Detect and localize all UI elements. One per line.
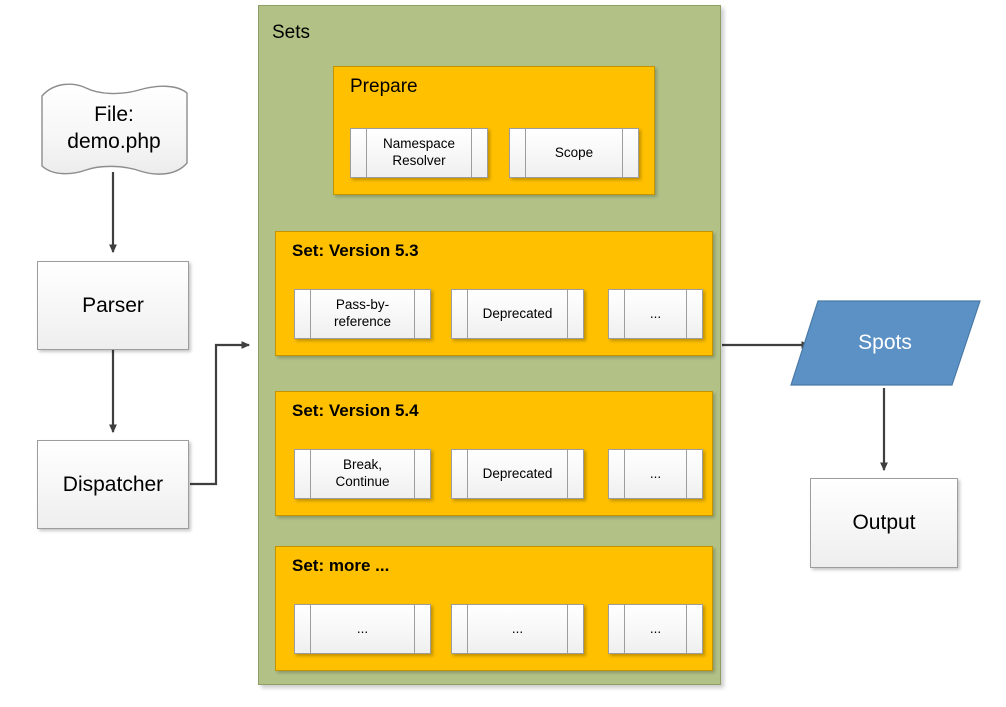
- pdp-more-2[interactable]: ...: [451, 604, 584, 654]
- pdp-deprecated-5-4-label: Deprecated: [468, 450, 567, 498]
- pdp-left-bar-icon: [624, 290, 625, 338]
- pdp-right-bar-icon: [686, 290, 687, 338]
- set-group-more[interactable]: Set: more ... ... ... ...: [275, 546, 713, 671]
- dispatcher-label: Dispatcher: [62, 472, 164, 496]
- pdp-left-bar-icon: [624, 450, 625, 498]
- set-group-more-title: Set: more ...: [292, 556, 390, 575]
- output-label: Output: [852, 511, 916, 534]
- sets-container[interactable]: Sets Prepare Namespace Resolver Scope: [258, 5, 721, 685]
- pdp-more-3-label: ...: [625, 605, 686, 653]
- pdp-right-bar-icon: [622, 129, 623, 177]
- pdp-line1: Deprecated: [482, 305, 553, 321]
- pdp-deprecated-5-3[interactable]: Deprecated: [451, 289, 584, 339]
- pdp-break-continue-label: Break, Continue: [311, 450, 414, 498]
- pdp-left-bar-icon: [467, 290, 468, 338]
- pdp-namespace-resolver[interactable]: Namespace Resolver: [350, 128, 488, 178]
- pdp-left-bar-icon: [310, 290, 311, 338]
- pdp-left-bar-icon: [525, 129, 526, 177]
- pdp-line2: reference: [333, 314, 392, 329]
- file-node[interactable]: File: demo.php: [40, 83, 188, 175]
- set-group-prepare[interactable]: Prepare Namespace Resolver Scope: [333, 66, 655, 195]
- pdp-left-bar-icon: [624, 605, 625, 653]
- pdp-right-bar-icon: [686, 450, 687, 498]
- pdp-left-bar-icon: [467, 450, 468, 498]
- pdp-line1: Scope: [554, 144, 594, 160]
- parser-label: Parser: [82, 293, 144, 317]
- set-group-version-5-3-title: Set: Version 5.3: [292, 241, 419, 260]
- set-group-version-5-4-title: Set: Version 5.4: [292, 401, 419, 420]
- dispatcher-box[interactable]: Dispatcher: [37, 440, 189, 529]
- pdp-right-bar-icon: [686, 605, 687, 653]
- set-group-prepare-title: Prepare: [350, 76, 418, 97]
- set-group-version-5-4[interactable]: Set: Version 5.4 Break, Continue Depreca…: [275, 391, 713, 516]
- pdp-left-bar-icon: [310, 450, 311, 498]
- pdp-more-5-4-label: ...: [625, 450, 686, 498]
- parser-box[interactable]: Parser: [37, 261, 189, 350]
- pdp-pass-by-reference-label: Pass-by- reference: [311, 290, 414, 338]
- sets-title: Sets: [272, 22, 311, 43]
- pdp-left-bar-icon: [467, 605, 468, 653]
- pdp-scope-label: Scope: [526, 129, 622, 177]
- spots-node[interactable]: Spots: [790, 300, 981, 390]
- pdp-right-bar-icon: [471, 129, 472, 177]
- pdp-more-5-4[interactable]: ...: [608, 449, 703, 499]
- pdp-right-bar-icon: [414, 605, 415, 653]
- pdp-more-1-label: ...: [311, 605, 414, 653]
- output-box[interactable]: Output: [810, 478, 958, 568]
- pdp-deprecated-5-3-label: Deprecated: [468, 290, 567, 338]
- pdp-line2: Continue: [335, 474, 390, 489]
- pdp-right-bar-icon: [567, 450, 568, 498]
- pdp-break-continue[interactable]: Break, Continue: [294, 449, 431, 499]
- pdp-line1: ...: [649, 465, 662, 481]
- pdp-more-5-3-label: ...: [625, 290, 686, 338]
- pdp-more-5-3[interactable]: ...: [608, 289, 703, 339]
- pdp-more-2-label: ...: [468, 605, 567, 653]
- pdp-line1: Break,: [342, 457, 383, 473]
- pdp-deprecated-5-4[interactable]: Deprecated: [451, 449, 584, 499]
- pdp-left-bar-icon: [366, 129, 367, 177]
- pdp-line1: Pass-by-: [335, 297, 390, 313]
- pdp-right-bar-icon: [567, 605, 568, 653]
- connector-dispatcher-to-sets: [190, 341, 251, 486]
- pdp-left-bar-icon: [310, 605, 311, 653]
- pdp-pass-by-reference[interactable]: Pass-by- reference: [294, 289, 431, 339]
- pdp-namespace-resolver-label: Namespace Resolver: [367, 129, 471, 177]
- pdp-right-bar-icon: [414, 450, 415, 498]
- set-group-version-5-3[interactable]: Set: Version 5.3 Pass-by- reference Depr…: [275, 231, 713, 356]
- pdp-more-1[interactable]: ...: [294, 604, 431, 654]
- pdp-line1: ...: [649, 305, 662, 321]
- pdp-line2: Resolver: [392, 153, 446, 168]
- pdp-line1: ...: [511, 620, 524, 636]
- pdp-line1: Deprecated: [482, 465, 553, 481]
- pdp-right-bar-icon: [414, 290, 415, 338]
- pdp-line1: Namespace: [382, 136, 456, 152]
- pdp-more-3[interactable]: ...: [608, 604, 703, 654]
- pdp-scope[interactable]: Scope: [509, 128, 639, 178]
- pdp-line1: ...: [356, 620, 369, 636]
- pdp-line1: ...: [649, 620, 662, 636]
- pdp-right-bar-icon: [567, 290, 568, 338]
